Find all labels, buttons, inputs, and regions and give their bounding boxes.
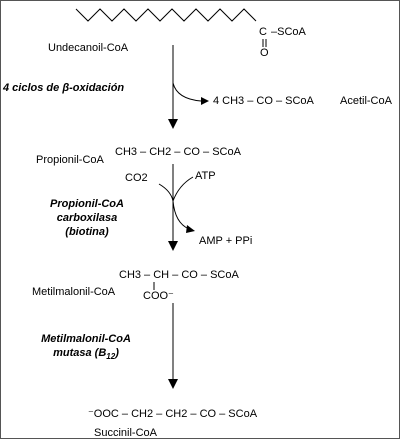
propionil-coa-label: Propionil-CoA: [36, 154, 104, 166]
metilmalonil-formula: CH3 – CH – CO – SCoA: [119, 269, 239, 281]
main-arrow-2-head: [168, 241, 178, 251]
beta-oxidation-label: 4 ciclos de β-oxidación: [3, 82, 125, 94]
undecanoil-coa-label: Undecanoil-CoA: [48, 42, 129, 54]
acetyl-side-arrow-head: [201, 97, 209, 105]
propionil-formula: CH3 – CH2 – CO – SCoA: [115, 146, 241, 158]
amp-out-arrow: [172, 200, 190, 230]
metilmalonil-coa-label: Metilmalonil-CoA: [32, 286, 116, 298]
carboxilase-enzyme-label: Propionil-CoA carboxilasa (biotina): [50, 198, 124, 238]
succinil-coa-label: Succinil-CoA: [94, 427, 157, 439]
thioester-label: –SCoA: [271, 26, 306, 38]
acetyl-side-arrow: [172, 82, 202, 102]
mutase-enzyme-label: Metilmalonil-CoA mutasa (B12): [41, 333, 131, 362]
amp-out-arrow-head: [186, 225, 195, 233]
main-arrow-1-head: [168, 119, 178, 129]
acetyl-coa-label: Acetil-CoA: [340, 95, 392, 107]
carbonyl-carbon: C: [259, 26, 267, 38]
succinil-formula: ⁻OOC – CH2 – CH2 – CO – SCoA: [88, 408, 258, 420]
atp-label: ATP: [195, 170, 216, 182]
carbonyl-oxygen: O: [260, 47, 269, 59]
amp-ppi-label: AMP + PPi: [199, 235, 253, 247]
acetyl-formula: 4 CH3 – CO – SCoA: [213, 95, 314, 107]
main-arrow-3-head: [168, 379, 178, 389]
co2-label: CO2: [125, 172, 148, 184]
atp-in-arrow: [172, 176, 194, 202]
carboxylate-label: COO⁻: [143, 290, 174, 302]
co2-in-arrow: [158, 183, 174, 202]
fatty-acid-chain: [75, 8, 257, 22]
